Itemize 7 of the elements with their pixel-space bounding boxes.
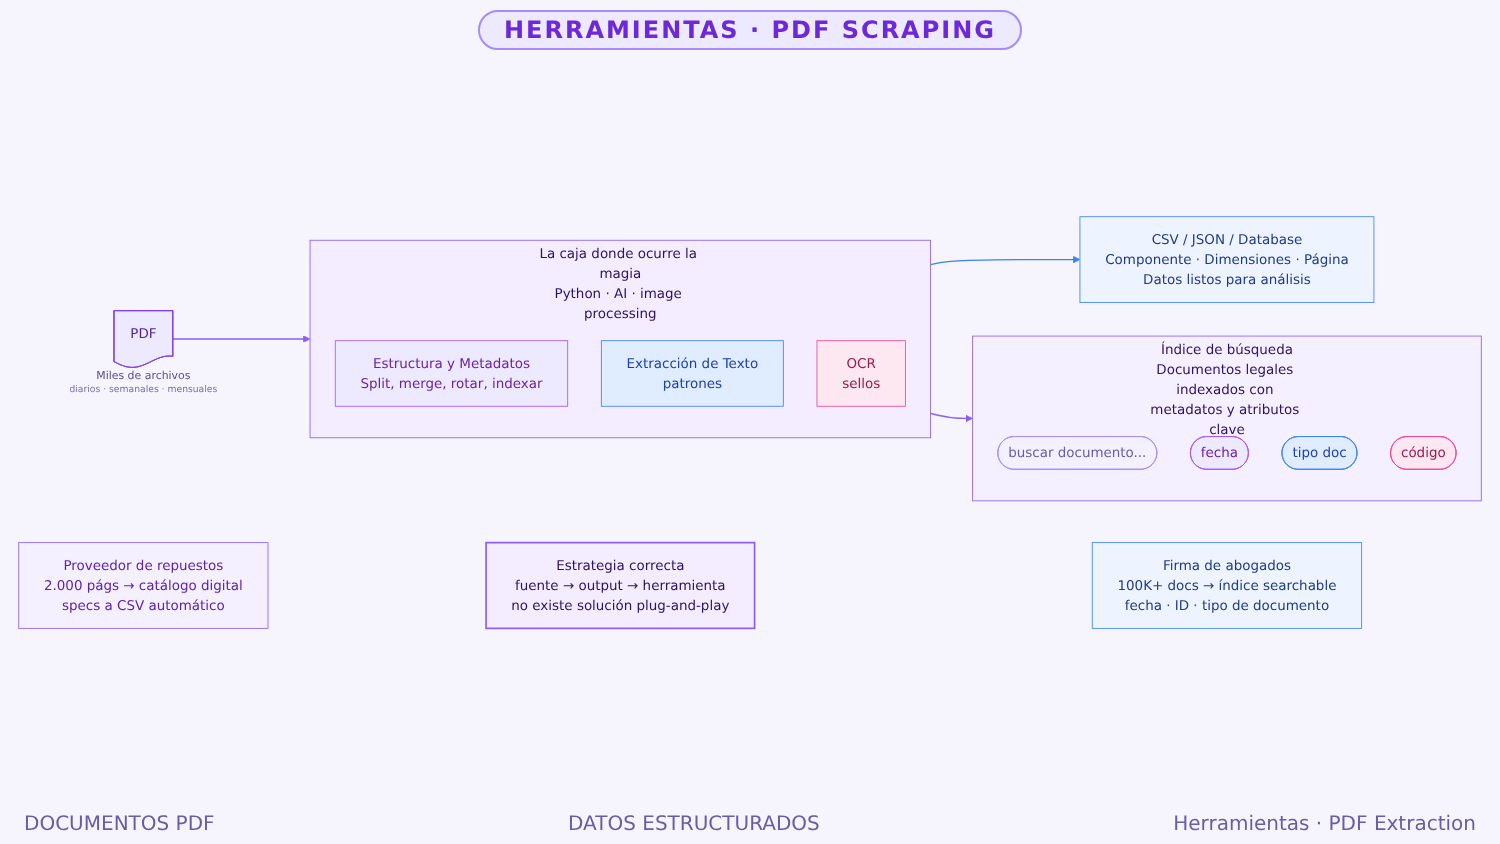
section-label: DOCUMENTOS PDF <box>24 814 215 836</box>
arrow <box>172 334 311 343</box>
title-badge: HERRAMIENTAS · PDF SCRAPING <box>477 10 1022 50</box>
arrow <box>929 412 973 422</box>
section-label: Herramientas · PDF Extraction <box>1173 814 1476 836</box>
arrow <box>929 255 1081 265</box>
section-label: DATOS ESTRUCTURADOS <box>568 814 820 836</box>
